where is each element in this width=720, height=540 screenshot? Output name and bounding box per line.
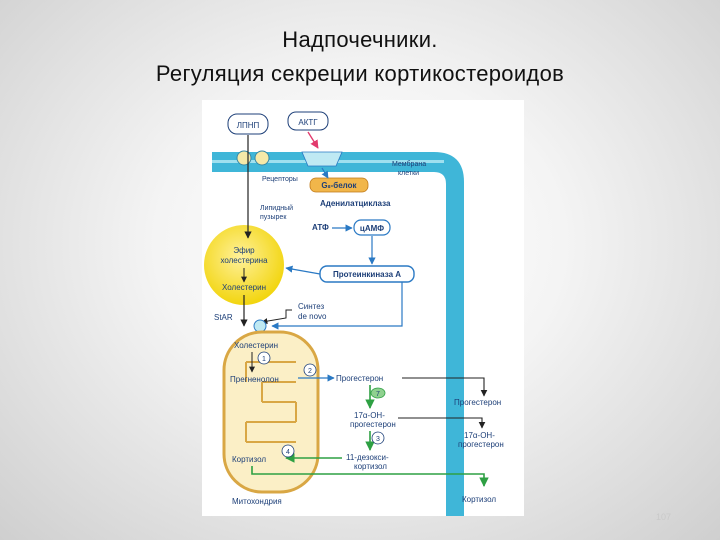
cholesterol-top-label: Холестерин xyxy=(222,283,266,292)
ester-label-1: Эфир xyxy=(233,246,255,255)
oh-prog-right-label-2: прогестерон xyxy=(458,440,504,449)
oh-prog-mid-label-1: 17α-ОН- xyxy=(354,411,385,420)
step1-badge xyxy=(257,351,271,365)
mito-cristae xyxy=(245,361,297,443)
actg-box xyxy=(287,111,329,131)
deoxy-label-1: 11-дезокси- xyxy=(346,453,389,462)
oh-prog-right-label-1: 17α-ОН- xyxy=(464,431,495,440)
adenylate-cyclase-label: Аденилатциклаза xyxy=(320,199,391,208)
lpnp-label: ЛПНП xyxy=(237,121,260,130)
synth-label-2: de novo xyxy=(298,312,327,321)
acth-arrow xyxy=(307,131,319,149)
slide-title-line1: Надпочечники. xyxy=(282,27,438,52)
ester-label-2: холестерина xyxy=(220,256,268,265)
lipid-label-1: Липидный xyxy=(260,204,293,212)
membrane-label-1: Мембрана xyxy=(392,160,426,168)
cholesterol-mito-label: Холестерин xyxy=(234,341,278,350)
step7-label: 7 xyxy=(376,391,380,398)
pka-to-star-arrow xyxy=(271,282,403,330)
ldl-receptor-2 xyxy=(254,150,270,166)
gs-protein-box xyxy=(309,177,369,193)
step4-badge xyxy=(281,444,295,458)
oh-to-right-arrow xyxy=(398,417,486,429)
deoxy-label-2: кортизол xyxy=(354,462,387,471)
oh-prog-mid-label-2: прогестерон xyxy=(350,420,396,429)
receptor-to-gs xyxy=(321,167,329,179)
lipid-label-2: пузырек xyxy=(260,214,287,221)
cortisol-regulation-diagram: ЛПНП АКТГ Рецепторы Мембрана клетки Gₛ-б… xyxy=(202,100,524,516)
acth-receptor xyxy=(301,151,343,167)
step2-badge xyxy=(303,363,317,377)
camp-box xyxy=(353,219,391,236)
pka-label: Протеинкиназа А xyxy=(333,270,401,279)
cortisol-to-right-arrow xyxy=(251,466,489,487)
slide-title-line2: Регуляция секреции кортикостероидов xyxy=(155,61,565,86)
camp-label: цАМФ xyxy=(360,224,384,233)
pka-to-ester-arrow xyxy=(285,265,321,275)
step2-label: 2 xyxy=(308,368,312,375)
step3-label: 3 xyxy=(376,436,380,443)
mitochondria-label: Митохондрия xyxy=(232,497,282,506)
prog-to-right-arrow xyxy=(402,377,488,397)
actg-label: АКТГ xyxy=(298,118,318,127)
step1-label: 1 xyxy=(262,356,266,363)
step7-badge xyxy=(370,387,386,399)
receptors-label: Рецепторы xyxy=(262,176,298,183)
ldl-receptor-1 xyxy=(236,150,252,166)
progesterone-mid-label: Прогестерон xyxy=(336,374,383,383)
mitochondrion xyxy=(222,330,320,494)
lipid-droplet xyxy=(204,225,284,305)
membrane-label-2: клетки xyxy=(398,170,419,177)
step3-badge xyxy=(371,431,385,445)
progesterone-right-label: Прогестерон xyxy=(454,398,501,407)
lpnp-box xyxy=(227,113,269,135)
synth-arrow xyxy=(261,309,292,325)
cortisol-mito-label: Кортизол xyxy=(232,455,266,464)
cortisol-right-label: Кортизол xyxy=(462,495,496,504)
step4-label: 4 xyxy=(286,449,290,456)
atp-label: АТФ xyxy=(312,223,329,232)
gs-protein-label: Gₛ-белок xyxy=(321,181,357,190)
diagram-svg: ЛПНП АКТГ Рецепторы Мембрана клетки Gₛ-б… xyxy=(204,111,504,516)
page-number: 107 xyxy=(656,512,672,522)
star-protein xyxy=(253,319,267,333)
synth-label-1: Синтез xyxy=(298,302,325,311)
star-label: StAR xyxy=(214,313,233,322)
pregnenolone-label: Прегненолон xyxy=(230,375,279,384)
